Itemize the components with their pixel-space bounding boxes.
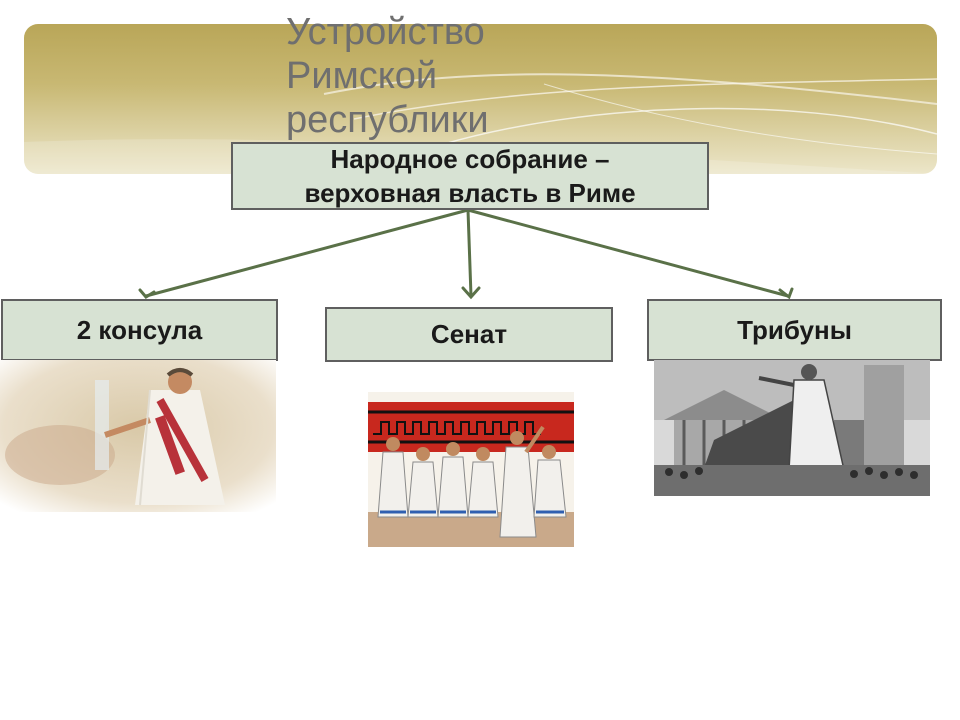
branch-box-senate: Сенат — [325, 307, 613, 362]
consul-illustration — [0, 360, 276, 512]
tribune-engraving — [654, 360, 930, 496]
arrow-to-senate — [466, 208, 473, 298]
senate-illustration — [368, 392, 574, 547]
branch-box-tribunes: Трибуны — [647, 299, 942, 361]
branch-box-consuls: 2 консула — [1, 299, 278, 361]
slide-title: Устройство Римской республики — [286, 11, 489, 141]
arrow-to-consuls — [144, 208, 470, 298]
arrow-to-tribunes — [466, 208, 790, 298]
root-box-assembly: Народное собрание – верховная власть в Р… — [231, 142, 709, 210]
